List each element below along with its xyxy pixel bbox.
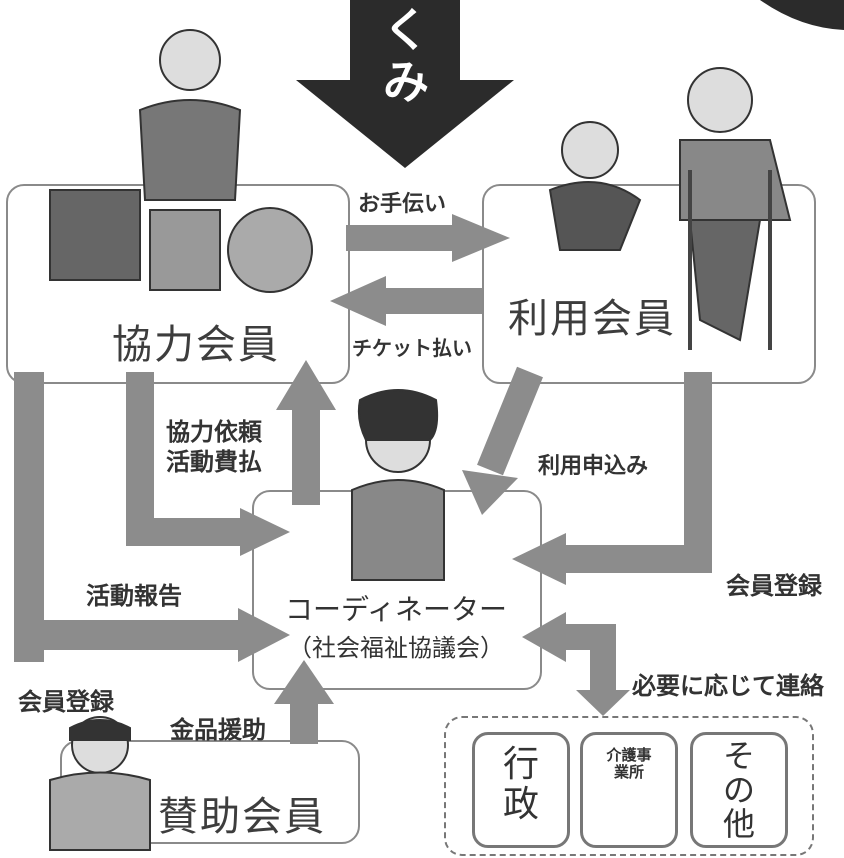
apply-label: 利用申込み	[538, 454, 649, 479]
user-figures	[548, 67, 792, 350]
agency-other-box: その他	[690, 732, 788, 848]
report-label: 活動報告	[86, 582, 182, 610]
user-reg-label: 会員登録	[726, 572, 822, 600]
title-fragment: くみ	[383, 3, 429, 109]
user-label: 利用会員	[508, 296, 676, 342]
payment-label: 活動費払	[166, 448, 262, 476]
report-arrow	[14, 372, 290, 662]
supp-reg-label: 会員登録	[18, 688, 114, 716]
donation-label: 金品援助	[170, 716, 266, 744]
coordinator-label: コーディネーター	[284, 593, 508, 626]
agency-care-box: 介護事業所	[580, 732, 678, 848]
agency-other-label: その他	[722, 737, 755, 843]
request-label: 協力依頼	[166, 418, 262, 446]
contact-label: 必要に応じて連絡	[632, 672, 824, 700]
contact-arrow	[522, 612, 630, 716]
coordinator-figure	[351, 389, 445, 581]
supporter-figure	[49, 716, 151, 851]
help-arrow	[346, 214, 510, 262]
supporter-label: 賛助会員	[158, 794, 326, 840]
payment-arrow	[276, 360, 336, 505]
ticket-arrow	[330, 276, 482, 326]
corner-mark	[760, 0, 844, 30]
ticket-label: チケット払い	[352, 336, 472, 360]
title-arrow	[296, 0, 514, 168]
user-reg-arrow	[512, 372, 712, 585]
cooperator-figure	[49, 29, 313, 293]
apply-arrow	[462, 366, 543, 515]
agency-gov-box: 行政	[472, 732, 570, 848]
donation-arrow	[274, 660, 334, 744]
cooperator-label: 協力会員	[112, 322, 280, 368]
agency-gov-label: 行政	[502, 744, 539, 825]
help-label: お手伝い	[358, 192, 447, 217]
request-arrow	[126, 372, 290, 556]
coordinator-org-label: （社会福祉協議会）	[288, 634, 504, 662]
agency-care-label: 介護事業所	[606, 746, 652, 781]
agency-group	[444, 716, 814, 856]
